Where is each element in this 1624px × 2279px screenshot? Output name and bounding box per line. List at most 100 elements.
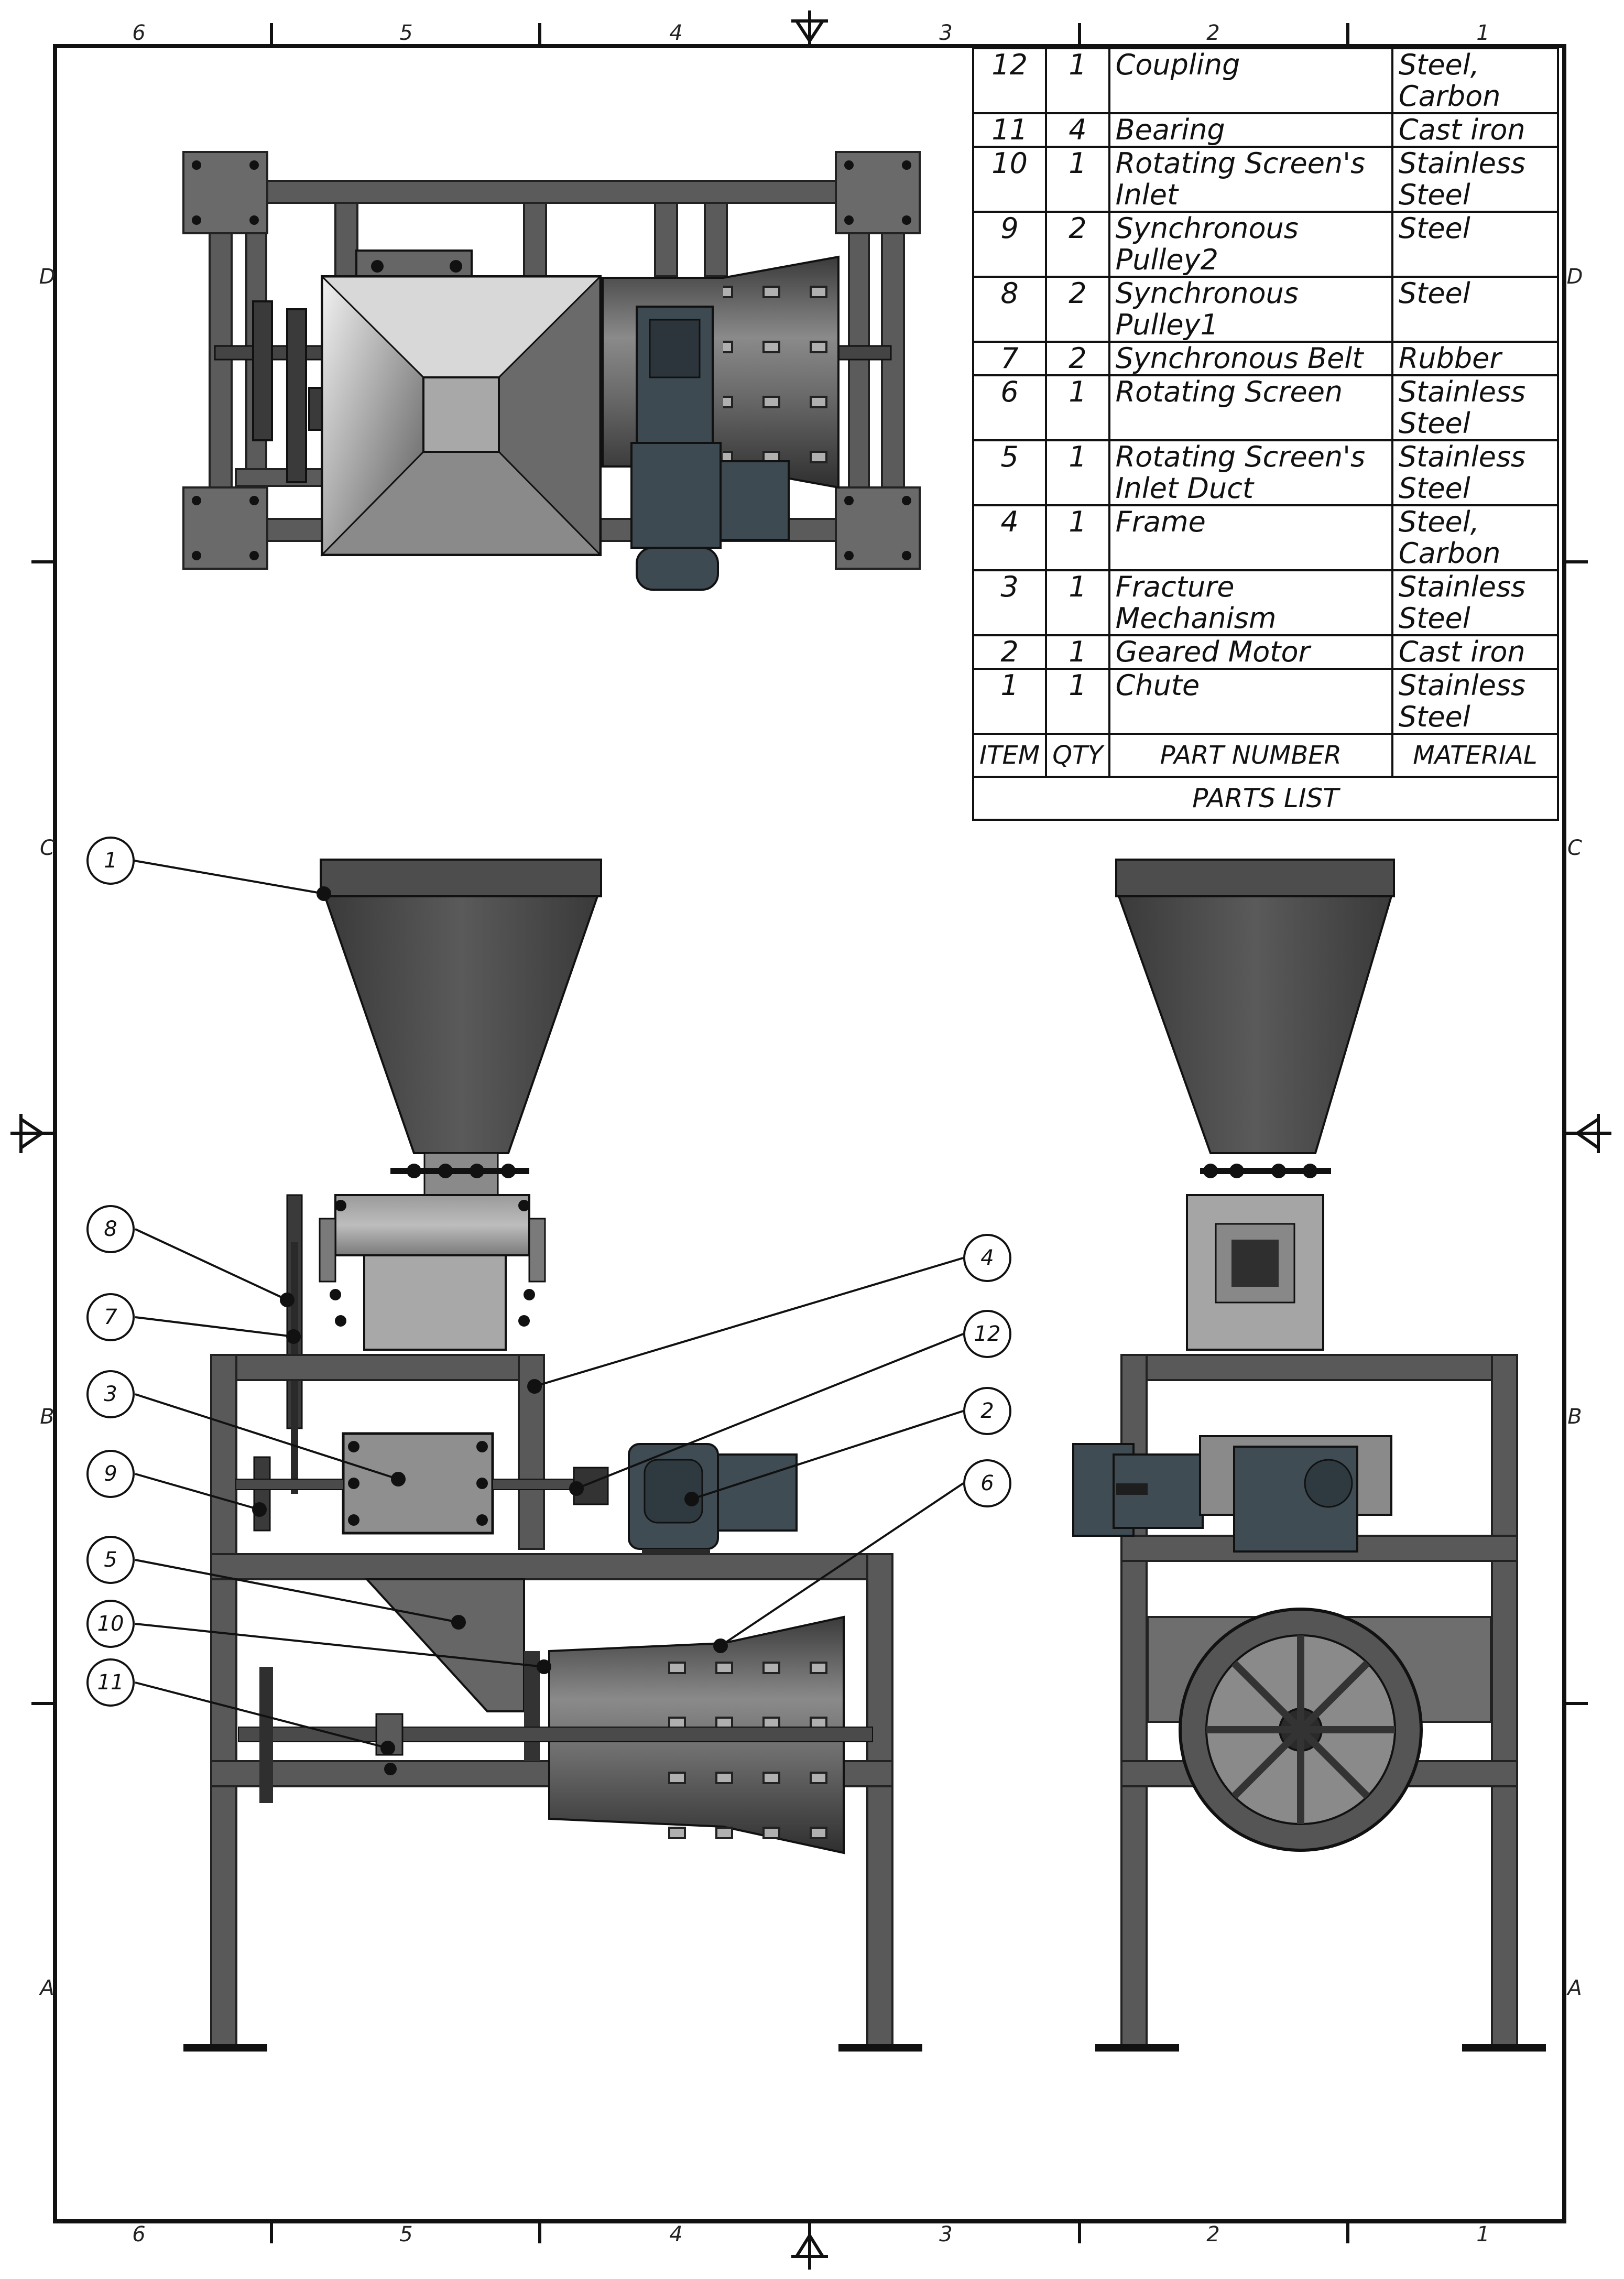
material-cell: Cast iron	[1391, 112, 1560, 148]
material-cell: Cast iron	[1391, 634, 1560, 670]
table-title-row: PARTS LIST	[972, 776, 1559, 821]
item-cell: 11	[972, 112, 1048, 148]
part-cell: Frame	[1108, 504, 1393, 571]
balloon-5: 5	[86, 1536, 135, 1584]
header-part: PART NUMBER	[1108, 733, 1393, 778]
header-qty: QTY	[1045, 733, 1110, 778]
balloon-11: 11	[86, 1658, 135, 1707]
material-cell: Stainless Steel	[1391, 569, 1560, 636]
qty-cell: 1	[1045, 668, 1110, 735]
zone-row-label: B	[40, 1405, 55, 1429]
material-cell: Steel	[1391, 276, 1560, 343]
part-cell: Synchronous Belt	[1108, 341, 1393, 376]
balloon-10: 10	[86, 1600, 135, 1648]
zone-col-label: 6	[132, 2222, 146, 2247]
zone-col-label: 4	[669, 21, 683, 45]
material-cell: Stainless Steel	[1391, 439, 1560, 506]
zone-col-label: 4	[669, 2222, 683, 2247]
part-cell: Rotating Screen's Inlet Duct	[1108, 439, 1393, 506]
side-view	[1072, 859, 1546, 2052]
zone-row-label: C	[1567, 836, 1582, 860]
item-cell: 5	[972, 439, 1048, 506]
item-cell: 8	[972, 276, 1048, 343]
material-cell: Stainless Steel	[1391, 146, 1560, 213]
parts-list-title: PARTS LIST	[972, 776, 1559, 821]
balloon-7: 7	[86, 1293, 135, 1341]
qty-cell: 1	[1045, 146, 1110, 213]
top-view	[182, 151, 921, 591]
zone-col-label: 6	[132, 21, 146, 45]
qty-cell: 2	[1045, 341, 1110, 376]
part-cell: Rotating Screen	[1108, 374, 1393, 441]
item-cell: 9	[972, 211, 1048, 278]
qty-cell: 1	[1045, 47, 1110, 114]
qty-cell: 1	[1045, 569, 1110, 636]
top-pulleys	[252, 300, 331, 483]
material-cell: Stainless Steel	[1391, 374, 1560, 441]
zone-col-label: 3	[939, 2222, 953, 2247]
balloon-12: 12	[963, 1310, 1011, 1358]
qty-cell: 4	[1045, 112, 1110, 148]
part-cell: Fracture Mechanism	[1108, 569, 1393, 636]
qty-cell: 1	[1045, 504, 1110, 571]
material-cell: Steel, Carbon	[1391, 47, 1560, 114]
material-cell: Steel	[1391, 211, 1560, 278]
top-geared-motor	[630, 306, 790, 591]
balloon-3: 3	[86, 1370, 135, 1418]
item-cell: 10	[972, 146, 1048, 213]
part-cell: Chute	[1108, 668, 1393, 735]
zone-col-label: 1	[1476, 21, 1490, 45]
zone-row-label: A	[1567, 1976, 1582, 2000]
zone-row-label: D	[1566, 265, 1583, 289]
zone-col-label: 5	[399, 2222, 413, 2247]
zone-col-label: 5	[399, 21, 413, 45]
part-cell: Synchronous Pulley2	[1108, 211, 1393, 278]
qty-cell: 1	[1045, 439, 1110, 506]
part-cell: Bearing	[1108, 112, 1393, 148]
zone-row-label: D	[39, 265, 56, 289]
balloon-1: 1	[86, 837, 135, 885]
item-cell: 6	[972, 374, 1048, 441]
header-item: ITEM	[972, 733, 1048, 778]
zone-col-label: 2	[1206, 2222, 1220, 2247]
balloon-6: 6	[963, 1459, 1011, 1507]
item-cell: 3	[972, 569, 1048, 636]
qty-cell: 2	[1045, 276, 1110, 343]
qty-cell: 1	[1045, 634, 1110, 670]
part-cell: Geared Motor	[1108, 634, 1393, 670]
top-plate-bolts	[192, 160, 911, 560]
front-hopper	[323, 895, 599, 1154]
part-cell: Synchronous Pulley1	[1108, 276, 1393, 343]
part-cell: Rotating Screen's Inlet	[1108, 146, 1393, 213]
zone-row-label: A	[40, 1976, 55, 2000]
zone-ticks	[31, 23, 1588, 2243]
material-cell: Rubber	[1391, 341, 1560, 376]
leader-lines	[134, 860, 964, 1755]
balloon-2: 2	[963, 1387, 1011, 1435]
qty-cell: 1	[1045, 374, 1110, 441]
item-cell: 12	[972, 47, 1048, 114]
balloon-4: 4	[963, 1234, 1011, 1282]
item-cell: 4	[972, 504, 1048, 571]
material-cell: Steel, Carbon	[1391, 504, 1560, 571]
item-cell: 2	[972, 634, 1048, 670]
balloon-9: 9	[86, 1450, 135, 1498]
centering-marks	[10, 10, 1611, 2270]
part-cell: Coupling	[1108, 47, 1393, 114]
zone-row-label: B	[1567, 1405, 1582, 1429]
item-cell: 1	[972, 668, 1048, 735]
zone-row-label: C	[40, 836, 55, 860]
